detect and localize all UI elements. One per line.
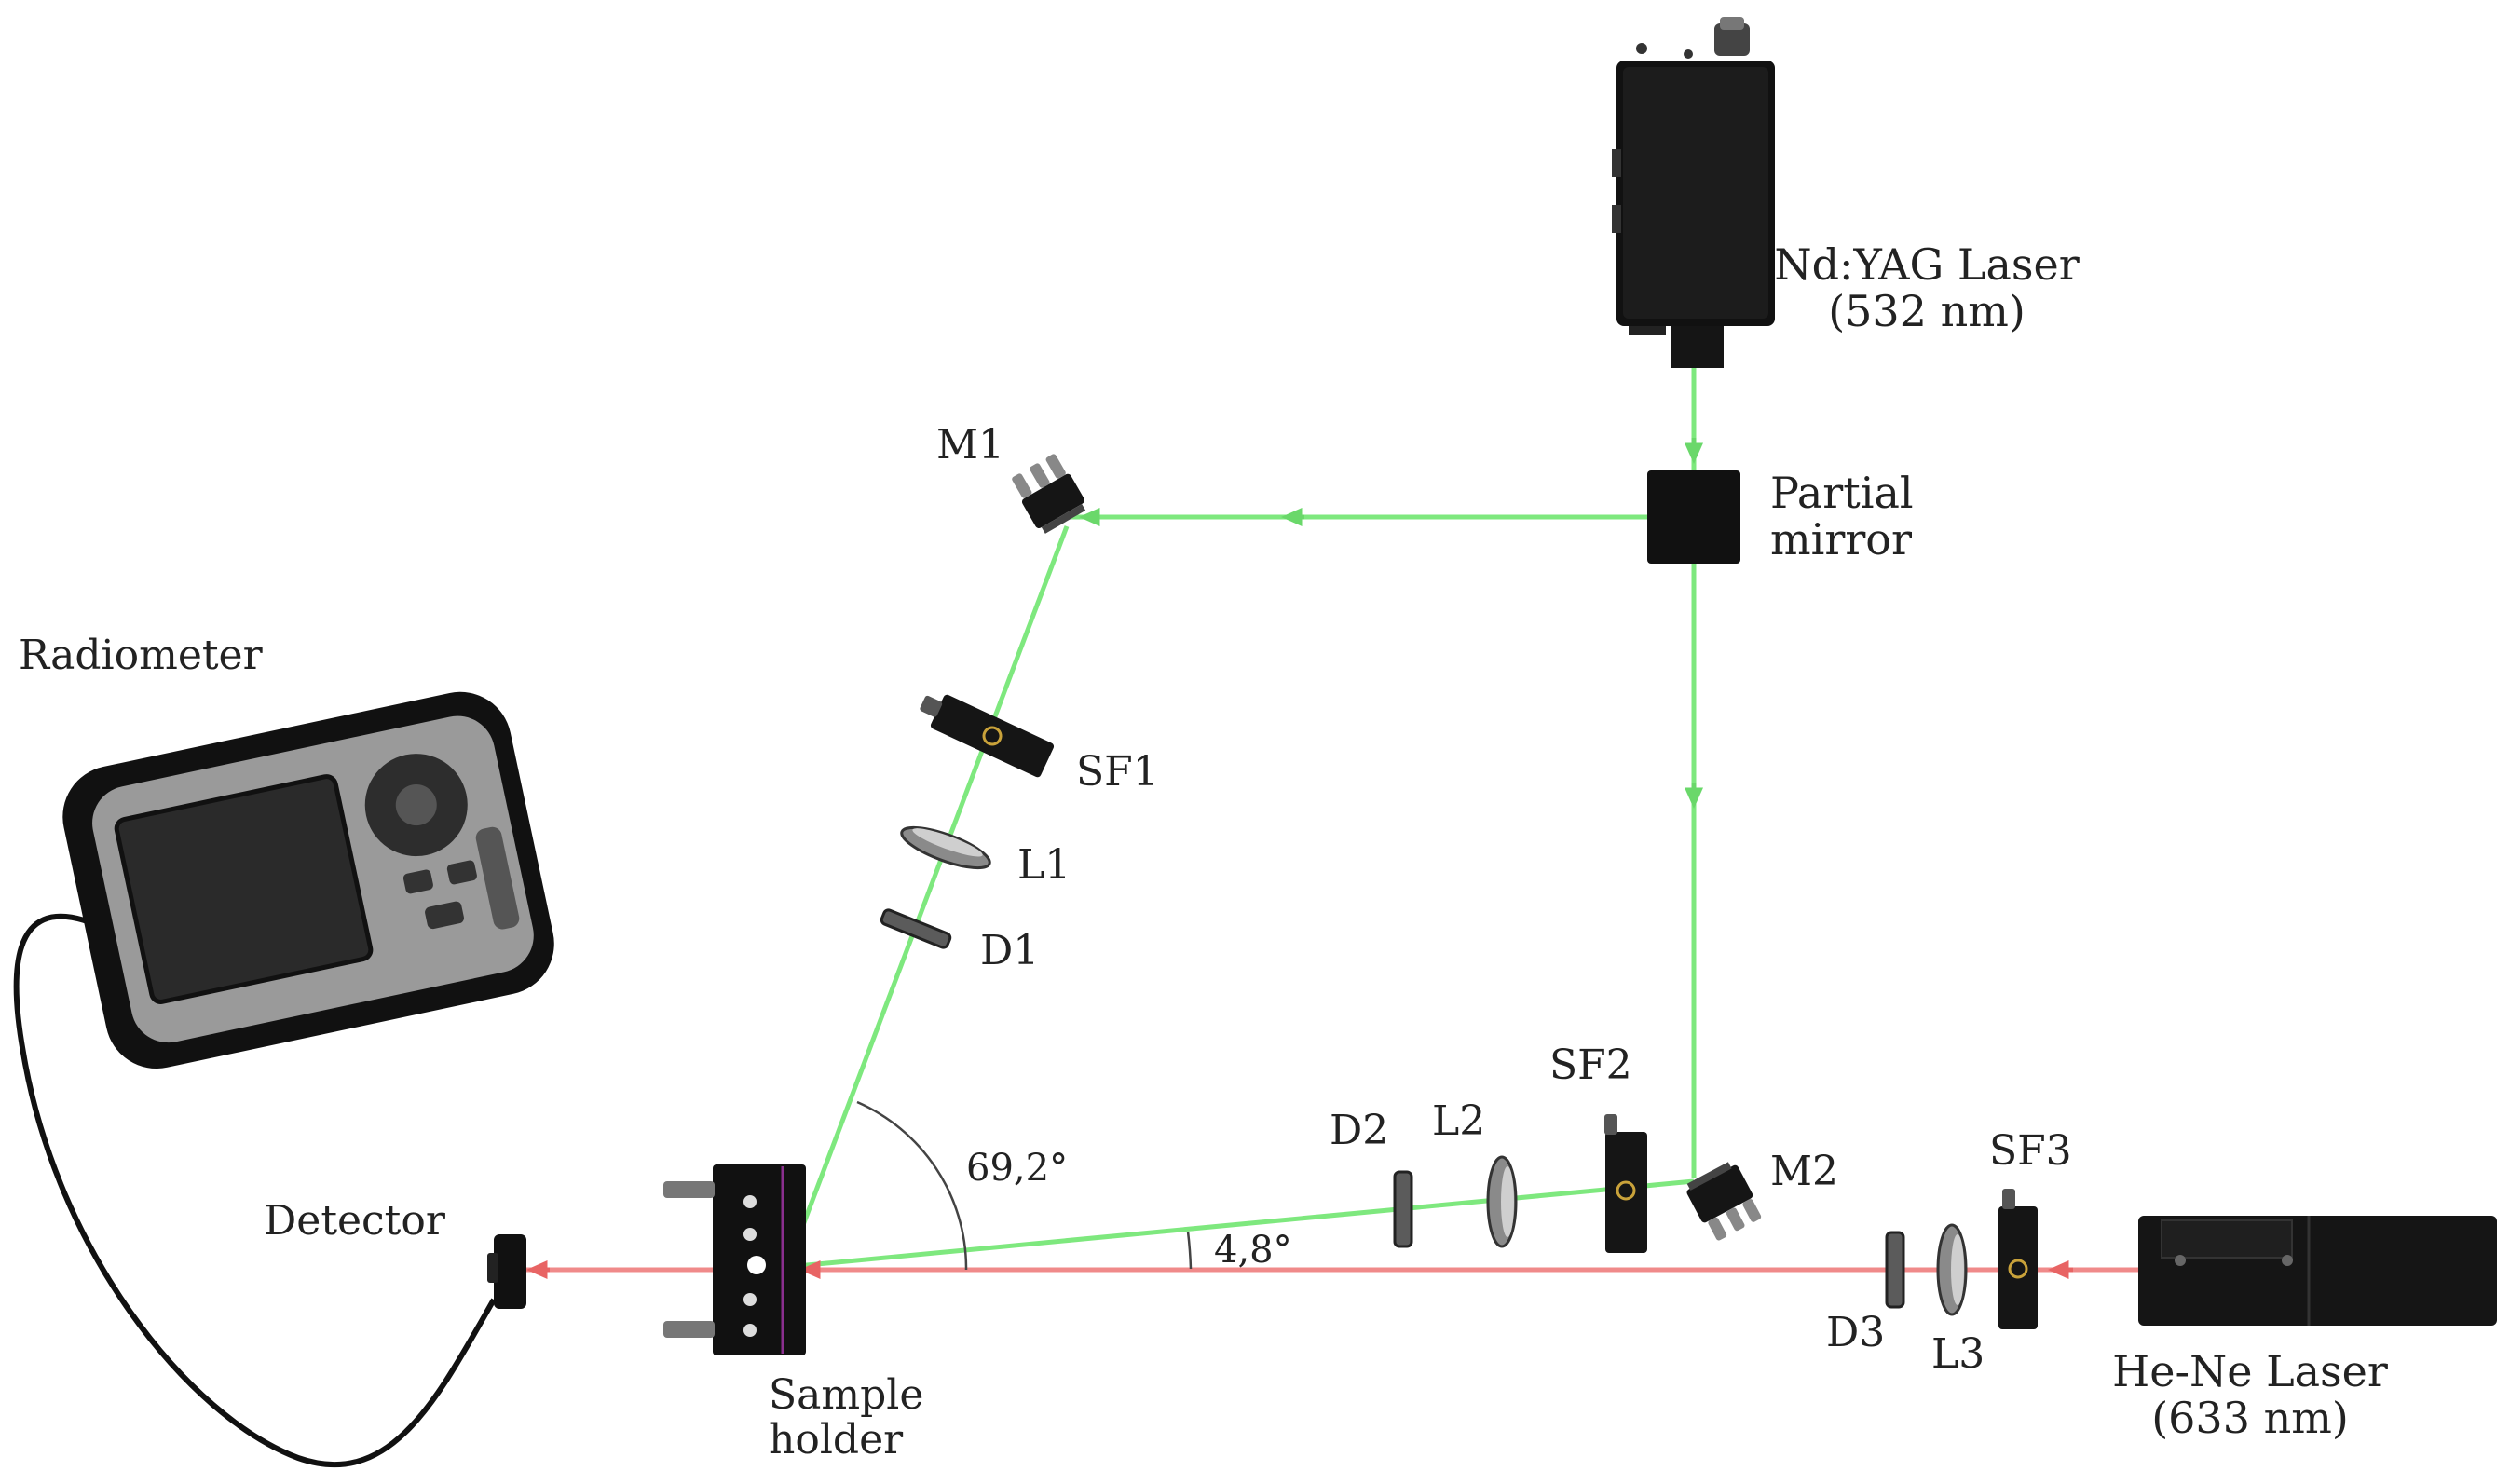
label-l1: L1 [1017, 841, 1071, 889]
lens-l1 [900, 825, 991, 870]
mirror-m1 [1012, 454, 1086, 534]
spatial-filter-sf1 [920, 694, 1055, 778]
diaphragm-d1 [880, 908, 952, 949]
label-d3: D3 [1826, 1309, 1885, 1356]
diaphragm-d2 [1393, 1170, 1413, 1248]
label-angle-lower: 4,8° [1214, 1229, 1292, 1272]
label-detector: Detector [264, 1197, 446, 1245]
label-hene-line2: (633 nm) [2151, 1393, 2349, 1443]
green-beam-m1-to-sample [784, 525, 1070, 1268]
lens-l3 [1936, 1223, 1968, 1316]
label-radiometer: Radiometer [19, 632, 264, 679]
label-angle-upper: 69,2° [966, 1147, 1068, 1190]
label-sf1: SF1 [1076, 748, 1159, 796]
label-partial-line2: mirror [1770, 514, 1912, 565]
label-sf2: SF2 [1549, 1042, 1632, 1089]
label-partial-line1: Partial [1770, 468, 1914, 518]
detector [487, 1234, 526, 1309]
label-sample-line1: Sample [769, 1371, 923, 1419]
angle-arc-69 [856, 1100, 968, 1268]
angle-arc-4 [1186, 1231, 1193, 1270]
label-hene-line1: He-Ne Laser [2112, 1346, 2388, 1396]
label-m1: M1 [936, 421, 1004, 469]
ndyag-laser [1612, 17, 1775, 368]
angle-arcs [856, 1100, 1193, 1270]
spatial-filter-sf3 [1998, 1189, 2038, 1329]
spatial-filter-sf2 [1604, 1114, 1647, 1253]
sample-holder [663, 1164, 806, 1355]
label-sf3: SF3 [1989, 1127, 2072, 1175]
label-ndyag-line1: Nd:YAG Laser [1774, 239, 2079, 290]
label-ndyag-line2: (532 nm) [1828, 286, 2026, 336]
label-l2: L2 [1432, 1097, 1485, 1145]
diaphragm-d3 [1885, 1231, 1905, 1309]
partial-mirror [1647, 470, 1740, 564]
label-m2: M2 [1770, 1148, 1838, 1195]
label-sample-line2: holder [769, 1416, 904, 1464]
radiometer [62, 691, 554, 1069]
mirror-m2 [1686, 1162, 1762, 1241]
lens-l2 [1486, 1155, 1518, 1248]
hene-laser [2138, 1216, 2497, 1326]
detector-cable [13, 913, 497, 1467]
label-d1: D1 [980, 927, 1039, 974]
label-d2: D2 [1330, 1107, 1388, 1154]
green-beam-m2-to-sample [786, 1178, 1695, 1270]
label-l3: L3 [1931, 1330, 1985, 1378]
labels: Nd:YAG Laser (532 nm) Partial mirror M1 … [19, 239, 2388, 1464]
